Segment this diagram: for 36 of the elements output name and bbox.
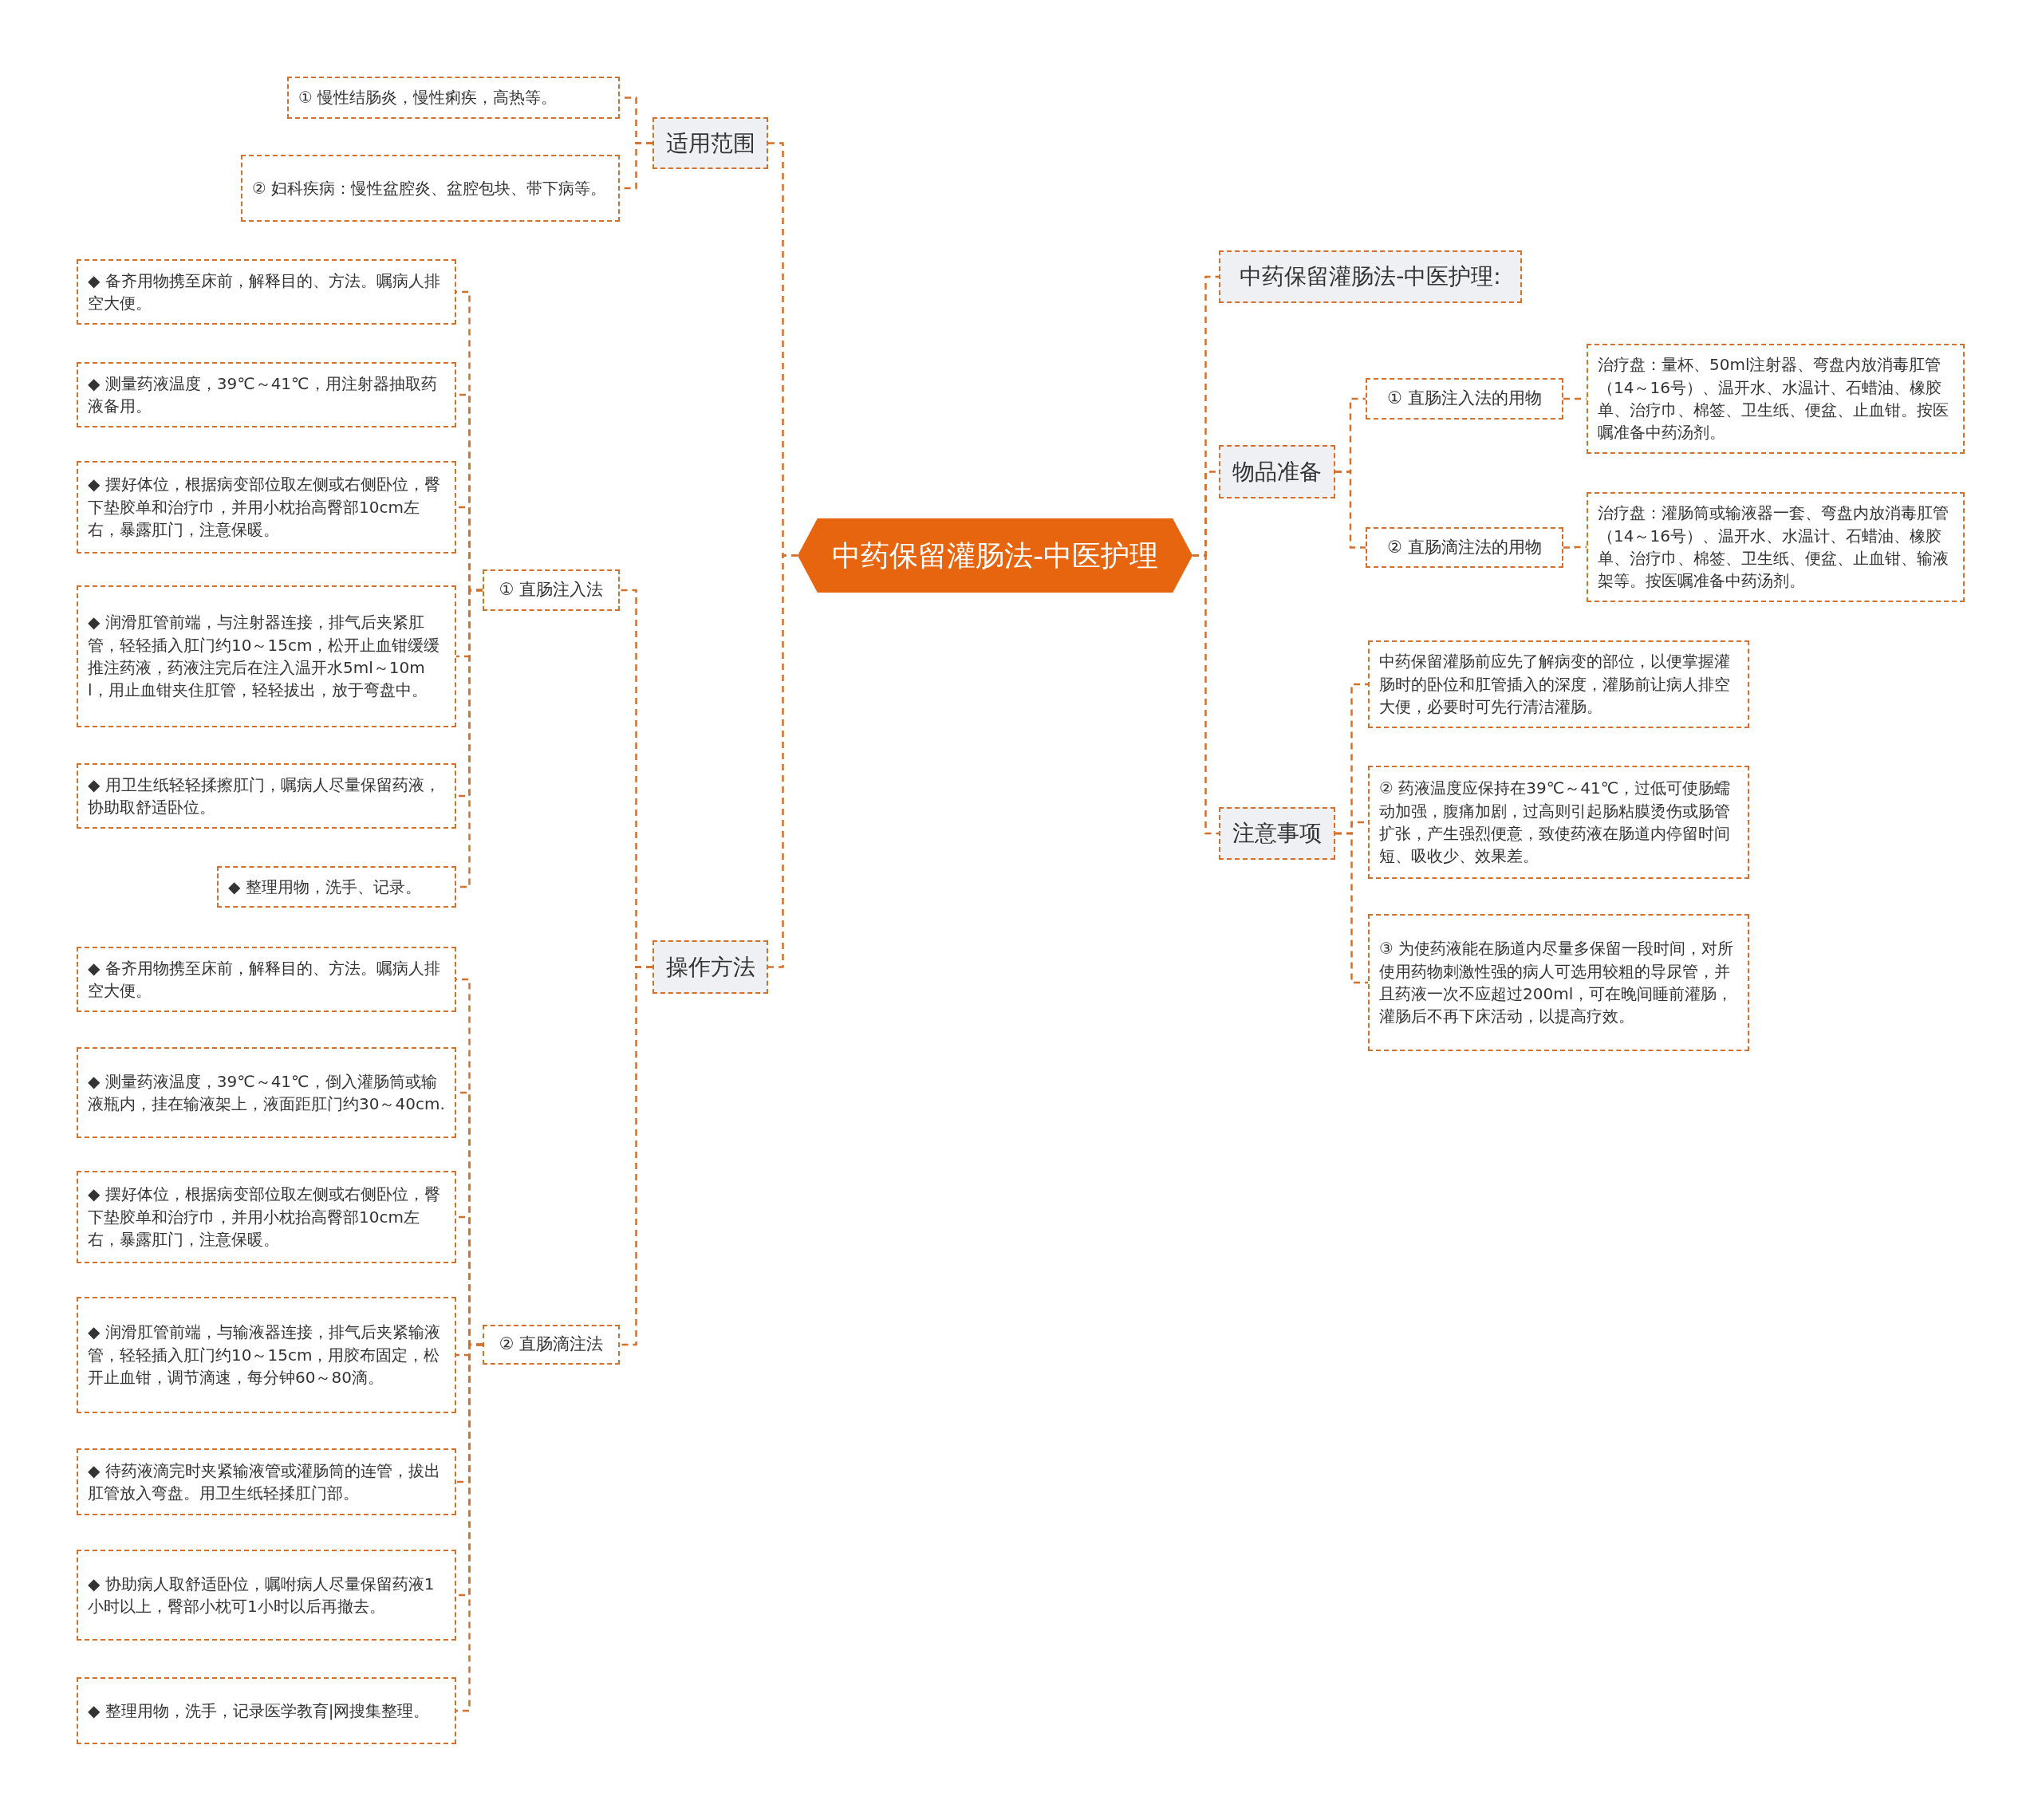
subtopic-box: ② 直肠滴注法的用物: [1366, 527, 1563, 568]
note-box: ◆ 用卫生纸轻轻揉擦肛门，嘱病人尽量保留药液，协助取舒适卧位。: [77, 763, 456, 829]
note-box: ◆ 整理用物，洗手，记录医学教育|网搜集整理。: [77, 1677, 456, 1744]
connector-line: [1563, 546, 1587, 549]
note-box: ① 慢性结肠炎，慢性痢疾，高热等。: [287, 77, 620, 119]
note-box: 治疗盘：量杯、50ml注射器、弯盘内放消毒肛管（14～16号）、温开水、水温计、石蜡油、橡胶单、治疗巾、棉签、卫生纸、便盆、止血钳。按医嘱准备中药汤剂。: [1587, 344, 1965, 454]
note-box: 治疗盘：灌肠筒或输液器一套、弯盘内放消毒肛管（14～16号）、温开水、水温计、石蜡油、橡胶单、治疗巾、棉签、卫生纸、便盆、止血钳、输液架等。按医嘱准备中药汤剂。: [1587, 492, 1965, 602]
note-box: ◆ 备齐用物携至床前，解释目的、方法。嘱病人排空大便。: [77, 259, 456, 325]
subtopic-box: ② 直肠滴注法: [483, 1325, 620, 1365]
connector-line: [1192, 554, 1219, 835]
note-box: ◆ 整理用物，洗手、记录。: [217, 866, 456, 908]
note-box: ② 药液温度应保持在39℃～41℃，过低可使肠蠕动加强，腹痛加剧，过高则引起肠粘膜烫伤或肠管扩张，产生强烈便意，致使药液在肠道内停留时间短、吸收少、效果差。: [1368, 766, 1749, 879]
note-box: ③ 为使药液能在肠道内尽量多保留一段时间，对所使用药物刺激性强的病人可选用较粗的导尿管，并且药液一次不应超过200ml，可在晚间睡前灌肠，灌肠后不再下床活动，以提高疗效。: [1368, 914, 1749, 1051]
topic-box: 适用范围: [652, 117, 768, 169]
topic-box: 注意事项: [1219, 807, 1335, 860]
note-box: 中药保留灌肠前应先了解病变的部位，以便掌握灌肠时的卧位和肛管插入的深度，灌肠前让病人排空大便，必要时可先行清洁灌肠。: [1368, 640, 1749, 728]
connector-line: [1335, 832, 1368, 984]
note-box: ◆ 测量药液温度，39℃～41℃，用注射器抽取药液备用。: [77, 362, 456, 427]
topic-box: 中药保留灌肠法-中医护理:: [1219, 250, 1522, 303]
note-box: ◆ 备齐用物携至床前，解释目的、方法。嘱病人排空大便。: [77, 947, 456, 1012]
subtopic-box: ① 直肠注入法: [483, 569, 620, 611]
connector-line: [768, 554, 798, 968]
note-box: ◆ 协助病人取舒适卧位，嘱咐病人尽量保留药液1小时以上，臀部小枕可1小时以后再撤去。: [77, 1550, 456, 1641]
topic-box: 操作方法: [652, 940, 768, 994]
note-box: ◆ 测量药液温度，39℃～41℃，倒入灌肠筒或输液瓶内，挂在输液架上，液面距肛门约30～40cm.: [77, 1047, 456, 1138]
note-box: ◆ 润滑肛管前端，与输液器连接，排气后夹紧输液管，轻轻插入肛门约10～15cm，用胶布固定，松开止血钳，调节滴速，每分钟60～80滴。: [77, 1297, 456, 1413]
note-box: ◆ 摆好体位，根据病变部位取左侧或右侧卧位，臀下垫胶单和治疗巾，并用小枕抬高臀部10cm左右，暴露肛门，注意保暖。: [77, 461, 456, 553]
note-box: ◆ 待药液滴完时夹紧输液管或灌肠筒的连管，拔出肛管放入弯盘。用卫生纸轻揉肛门部。: [77, 1448, 456, 1515]
connector-line: [620, 966, 652, 1346]
note-box: ② 妇科疾病：慢性盆腔炎、盆腔包块、带下病等。: [241, 155, 620, 222]
central-topic: 中药保留灌肠法-中医护理: [832, 538, 1158, 573]
note-box: ◆ 润滑肛管前端，与注射器连接，排气后夹紧肛管，轻轻插入肛门约10～15cm，松开止血钳缓缓推注药液，药液注完后在注入温开水5ml～10ml，用止血钳夹住肛管，轻轻拔出，放于弯盘中。: [77, 585, 456, 727]
note-box: ◆ 摆好体位，根据病变部位取左侧或右侧卧位，臀下垫胶单和治疗巾，并用小枕抬高臀部10cm左右，暴露肛门，注意保暖。: [77, 1171, 456, 1263]
connector-line: [1335, 471, 1366, 549]
topic-box: 物品准备: [1219, 445, 1335, 498]
subtopic-box: ① 直肠注入法的用物: [1366, 378, 1563, 420]
